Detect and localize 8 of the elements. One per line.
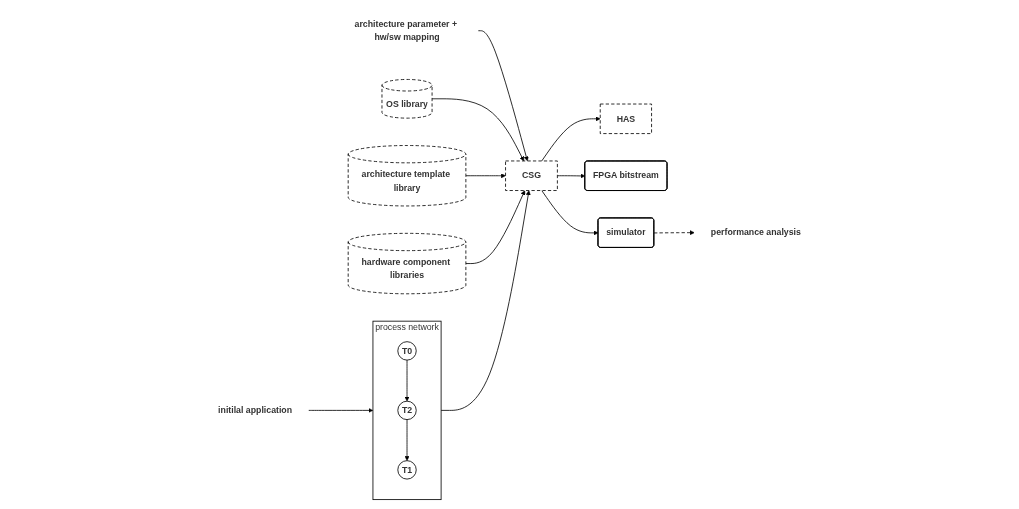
- node-text: architecture parameter + hw/sw mapping: [354, 19, 458, 42]
- node-box: HAS: [599, 103, 652, 134]
- node-text: initilal application: [218, 405, 293, 415]
- node-circle: T0: [397, 341, 417, 361]
- node-circle: T2: [397, 400, 417, 420]
- node-circle: T1: [397, 460, 417, 480]
- node-box: CSG: [505, 160, 558, 191]
- node-text: performance analysis: [710, 227, 801, 238]
